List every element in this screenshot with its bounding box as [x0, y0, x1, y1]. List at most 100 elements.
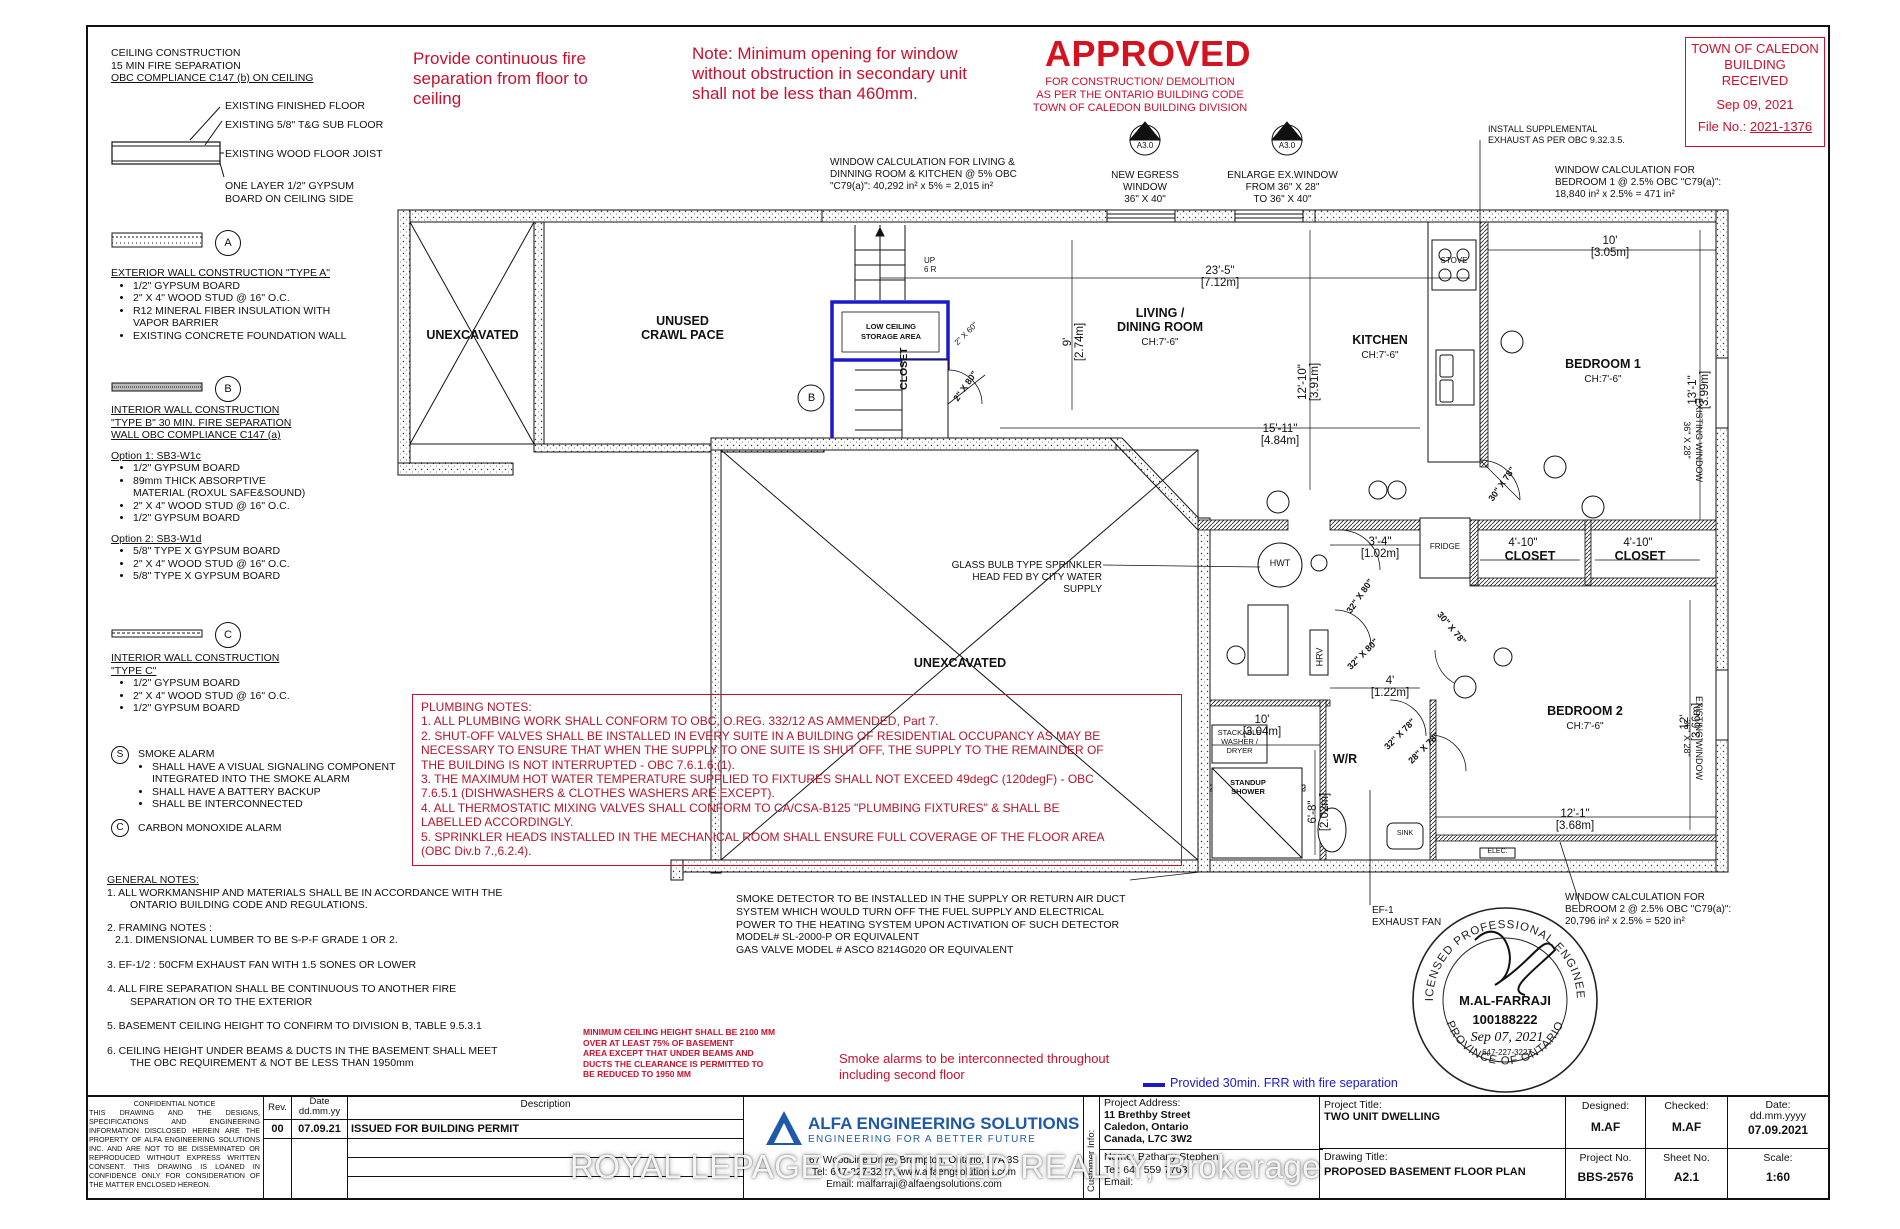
- co-alarm-symbol: C: [111, 819, 129, 837]
- closet-2-label: CLOSET: [1614, 549, 1666, 563]
- kitchen-label: KITCHEN: [1352, 333, 1408, 347]
- section-a-letter-1: A: [1141, 126, 1148, 136]
- company-block: ALFA ENGINEERING SOLUTIONS ENGINEERING F…: [744, 1097, 1084, 1200]
- ceiling-layer-3: EXISTING WOOD FLOOR JOIST: [225, 148, 383, 160]
- wall-type-c-swatch: [111, 629, 203, 638]
- closet-1-label: CLOSET: [1504, 549, 1556, 563]
- project-title-block: Project Title:TWO UNIT DWELLING Drawing …: [1320, 1097, 1566, 1200]
- rev-description-column: Description ISSUED FOR BUILDING PERMIT: [348, 1097, 744, 1200]
- smoke-alarm-symbol: S: [111, 746, 129, 764]
- dim-4-10-a: 4'-10": [1508, 537, 1538, 549]
- kitchen-ceiling-height: CH:7'-6": [1361, 350, 1399, 361]
- svg-text:LICENSED PROFESSIONAL ENGINEER: LICENSED PROFESSIONAL ENGINEER: [1405, 900, 1586, 1001]
- seal-name: M.AL-FARRAJI: [1459, 993, 1551, 1008]
- dim-6-8: 6'-8"[2.02m]: [1307, 792, 1332, 832]
- wall-type-a-swatch: [111, 232, 203, 248]
- company-tagline: ENGINEERING FOR A BETTER FUTURE: [808, 1134, 1037, 1145]
- smoke-detector-note: SMOKE DETECTOR TO BE INSTALLED IN THE SU…: [736, 893, 1126, 957]
- seal-phone: 647-227-3227: [1482, 1048, 1532, 1057]
- checked-cell: Checked:M.AF Sheet No.A2.1: [1646, 1097, 1728, 1200]
- co-alarm-label: CARBON MONOXIDE ALARM: [138, 822, 282, 834]
- dim-15-11: 15'-11"[4.84m]: [1260, 423, 1300, 447]
- leader-lines: [1102, 140, 1581, 906]
- unexcavated-label-2: UNEXCAVATED: [913, 656, 1007, 670]
- project-address-block: Project Address: 11 Brethby Street Caled…: [1100, 1097, 1323, 1200]
- dim-10-wr: 10'[3.04m]: [1242, 714, 1282, 738]
- drawing-sheet: [86, 25, 1830, 1200]
- unexcavated-areas: [409, 221, 1199, 861]
- section-a-sheet-2: A3.0: [1278, 141, 1296, 150]
- smoke-alarm-notes: SMOKE ALARM SHALL HAVE A VISUAL SIGNALIN…: [138, 748, 396, 811]
- wall-type-c-notes: INTERIOR WALL CONSTRUCTION "TYPE C" 1/2"…: [111, 652, 290, 715]
- smoke-interconnect-note: Smoke alarms to be interconnected throug…: [839, 1051, 1110, 1082]
- unexcavated-label-1: UNEXCAVATED: [426, 328, 519, 342]
- door-swings: [1334, 459, 1521, 772]
- title-block: CONFIDENTIAL NOTICE THIS DRAWING AND THE…: [86, 1095, 1830, 1200]
- electrical-panel-label: ELEC.: [1487, 848, 1508, 855]
- frr-legend-swatch: [1143, 1083, 1165, 1087]
- ceiling-section-detail: [111, 106, 225, 178]
- stove-label: STOVE: [1440, 256, 1468, 265]
- dim-4: 4'[1.22m]: [1370, 675, 1410, 699]
- sink-label: SINK: [1396, 830, 1414, 837]
- building-received-stamp: TOWN OF CALEDON BUILDING RECEIVED Sep 09…: [1685, 37, 1825, 147]
- customer-info-column: Customer Info:: [1084, 1097, 1100, 1200]
- bedroom-2-label: BEDROOM 2: [1547, 704, 1623, 718]
- living-ceiling-height: CH:7'-6": [1141, 337, 1179, 348]
- closet-vertical-label: CLOSET: [898, 347, 910, 390]
- seal-date: Sep 07, 2021: [1470, 1030, 1544, 1045]
- section-a-sheet-1: A3.0: [1136, 141, 1154, 150]
- plan-tags: [797, 330, 1605, 699]
- dim-23-5: 23'-5"[7.12m]: [1200, 265, 1240, 289]
- top-windows: [1106, 209, 1729, 741]
- dim-4-10-b: 4'-10": [1623, 537, 1653, 549]
- hrv-label: HRV: [1314, 647, 1325, 667]
- ceiling-layer-1: EXISTING FINISHED FLOOR: [225, 100, 366, 112]
- engineer-seal: LICENSED PROFESSIONAL ENGINEER PROVINCE …: [1405, 900, 1598, 1093]
- wall-type-a-tag: A: [215, 230, 241, 256]
- window-calc-living: WINDOW CALCULATION FOR LIVING &DINNING R…: [830, 157, 1017, 192]
- wall-type-c-tag: C: [215, 622, 241, 648]
- dim-12-10: 12'-10"[3.91m]: [1297, 362, 1322, 402]
- stairs: [854, 225, 906, 431]
- realty-watermark: ROYAL LEPAGE CERTIFIED REALTY, Brokerage: [570, 1148, 1322, 1185]
- ceiling-construction-title: CEILING CONSTRUCTION 15 MIN FIRE SEPARAT…: [111, 47, 314, 84]
- tag-b-plan: B: [807, 392, 816, 404]
- general-notes: GENERAL NOTES: 1. ALL WORKMANSHIP AND MA…: [107, 874, 503, 1069]
- washroom-label: W/R: [1332, 752, 1358, 766]
- section-a-letter-2: A: [1283, 126, 1290, 136]
- seal-number: 100188222: [1472, 1012, 1538, 1027]
- bedroom-1-label: BEDROOM 1: [1565, 357, 1641, 371]
- dim-12-1: 12'-1"[3.68m]: [1555, 808, 1595, 832]
- wall-type-b-tag: B: [215, 376, 241, 402]
- frr-legend-label: Provided 30min. FRR with fire separation: [1170, 1076, 1398, 1090]
- section-markers: [1128, 121, 1304, 156]
- plumbing-notes: PLUMBING NOTES: 1. ALL PLUMBING WORK SHA…: [412, 694, 1182, 866]
- confidential-notice: CONFIDENTIAL NOTICE THIS DRAWING AND THE…: [86, 1097, 264, 1200]
- wall-type-b-swatch: [111, 382, 203, 392]
- approved-stamp-title: APPROVED: [1045, 33, 1252, 74]
- hwt-label: HWT: [1269, 558, 1291, 568]
- rev-column: Rev. 00: [264, 1097, 292, 1200]
- designed-cell: Designed:M.AF Project No.BBS-2576: [1566, 1097, 1646, 1200]
- company-name: ALFA ENGINEERING SOLUTIONS: [808, 1114, 1080, 1133]
